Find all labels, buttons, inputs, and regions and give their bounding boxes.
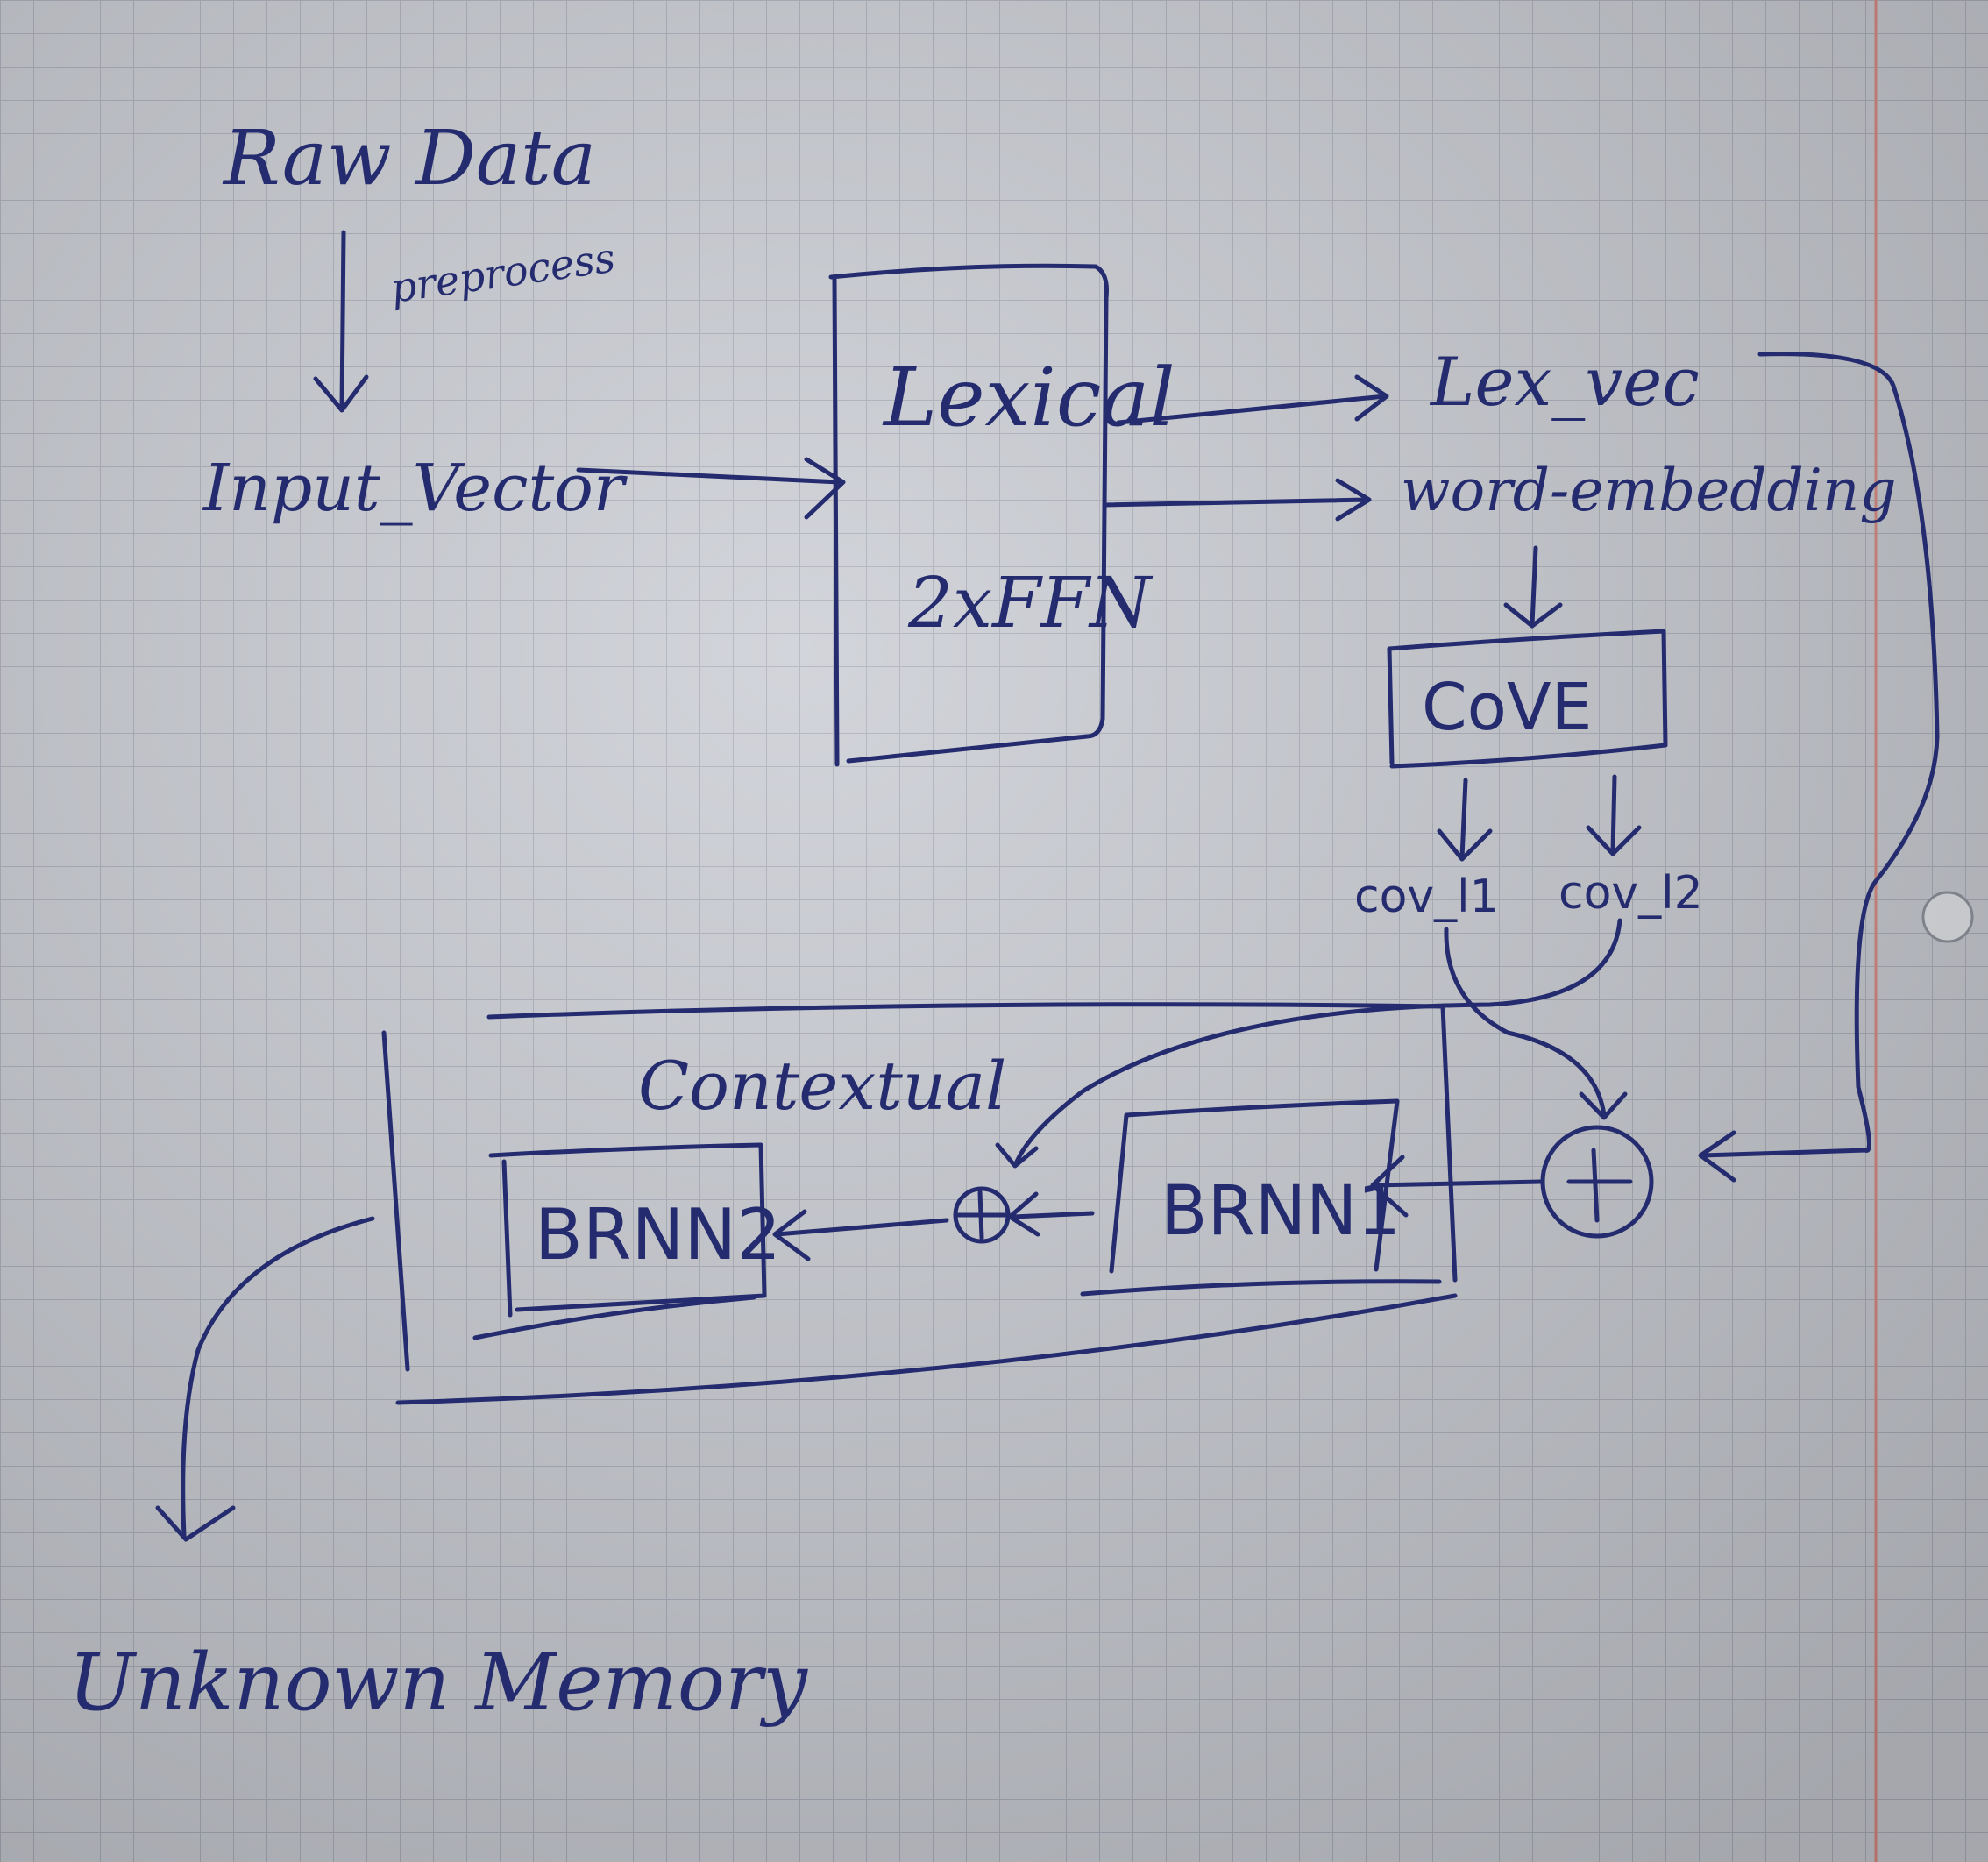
- lex-vec-feedback-path: [1698, 352, 1940, 1183]
- cove-box[interactable]: [1387, 629, 1668, 769]
- word-embedding-label: word-embedding: [1401, 457, 1897, 524]
- contextual-to-memory-arrow: [155, 1216, 375, 1542]
- lex-vec-arrow: [1116, 374, 1389, 425]
- plus-to-brnn1-arrow: [1370, 1155, 1544, 1218]
- cov-l2-label: cov_l2: [1558, 867, 1703, 920]
- ffn-label: 2xFFN: [907, 562, 1154, 643]
- embedding-to-cove-arrow: [1503, 545, 1563, 629]
- lexical-label: Lexical: [882, 351, 1175, 444]
- brnn2-box[interactable]: [472, 1142, 767, 1340]
- cove-to-l2-arrow: [1586, 774, 1642, 856]
- input-to-lexical-arrow: [576, 457, 846, 520]
- brnn1-label: BRNN1: [1161, 1172, 1401, 1251]
- cov-l2-to-lower-plus: [995, 918, 1622, 1169]
- contextual-box[interactable]: [381, 1002, 1458, 1405]
- raw-data-label: Raw Data: [222, 115, 596, 203]
- unknown-memory-label: Unknown Memory: [68, 1637, 808, 1729]
- plus-to-brnn2-arrow: [772, 1209, 949, 1261]
- lexical-box[interactable]: [828, 263, 1109, 767]
- brnn1-to-plus-arrow: [1007, 1191, 1095, 1237]
- word-embedding-arrow: [1102, 478, 1372, 522]
- sum-node-right-sign: [1566, 1148, 1633, 1223]
- input-vector-label: Input_Vector: [202, 451, 628, 526]
- brnn2-label: BRNN2: [535, 1194, 781, 1276]
- preprocess-arrow: [313, 230, 369, 413]
- cove-label: CoVE: [1422, 670, 1592, 745]
- sum-node-left-sign: [955, 1190, 1009, 1240]
- cove-to-l1-arrow: [1437, 778, 1493, 862]
- lex-vec-label: Lex_vec: [1429, 343, 1700, 421]
- contextual-label: Contextual: [638, 1047, 1006, 1125]
- brnn1-box[interactable]: [1080, 1098, 1442, 1297]
- cov-l1-to-plus: [1444, 927, 1628, 1120]
- cov-l1-label: cov_l1: [1354, 871, 1499, 923]
